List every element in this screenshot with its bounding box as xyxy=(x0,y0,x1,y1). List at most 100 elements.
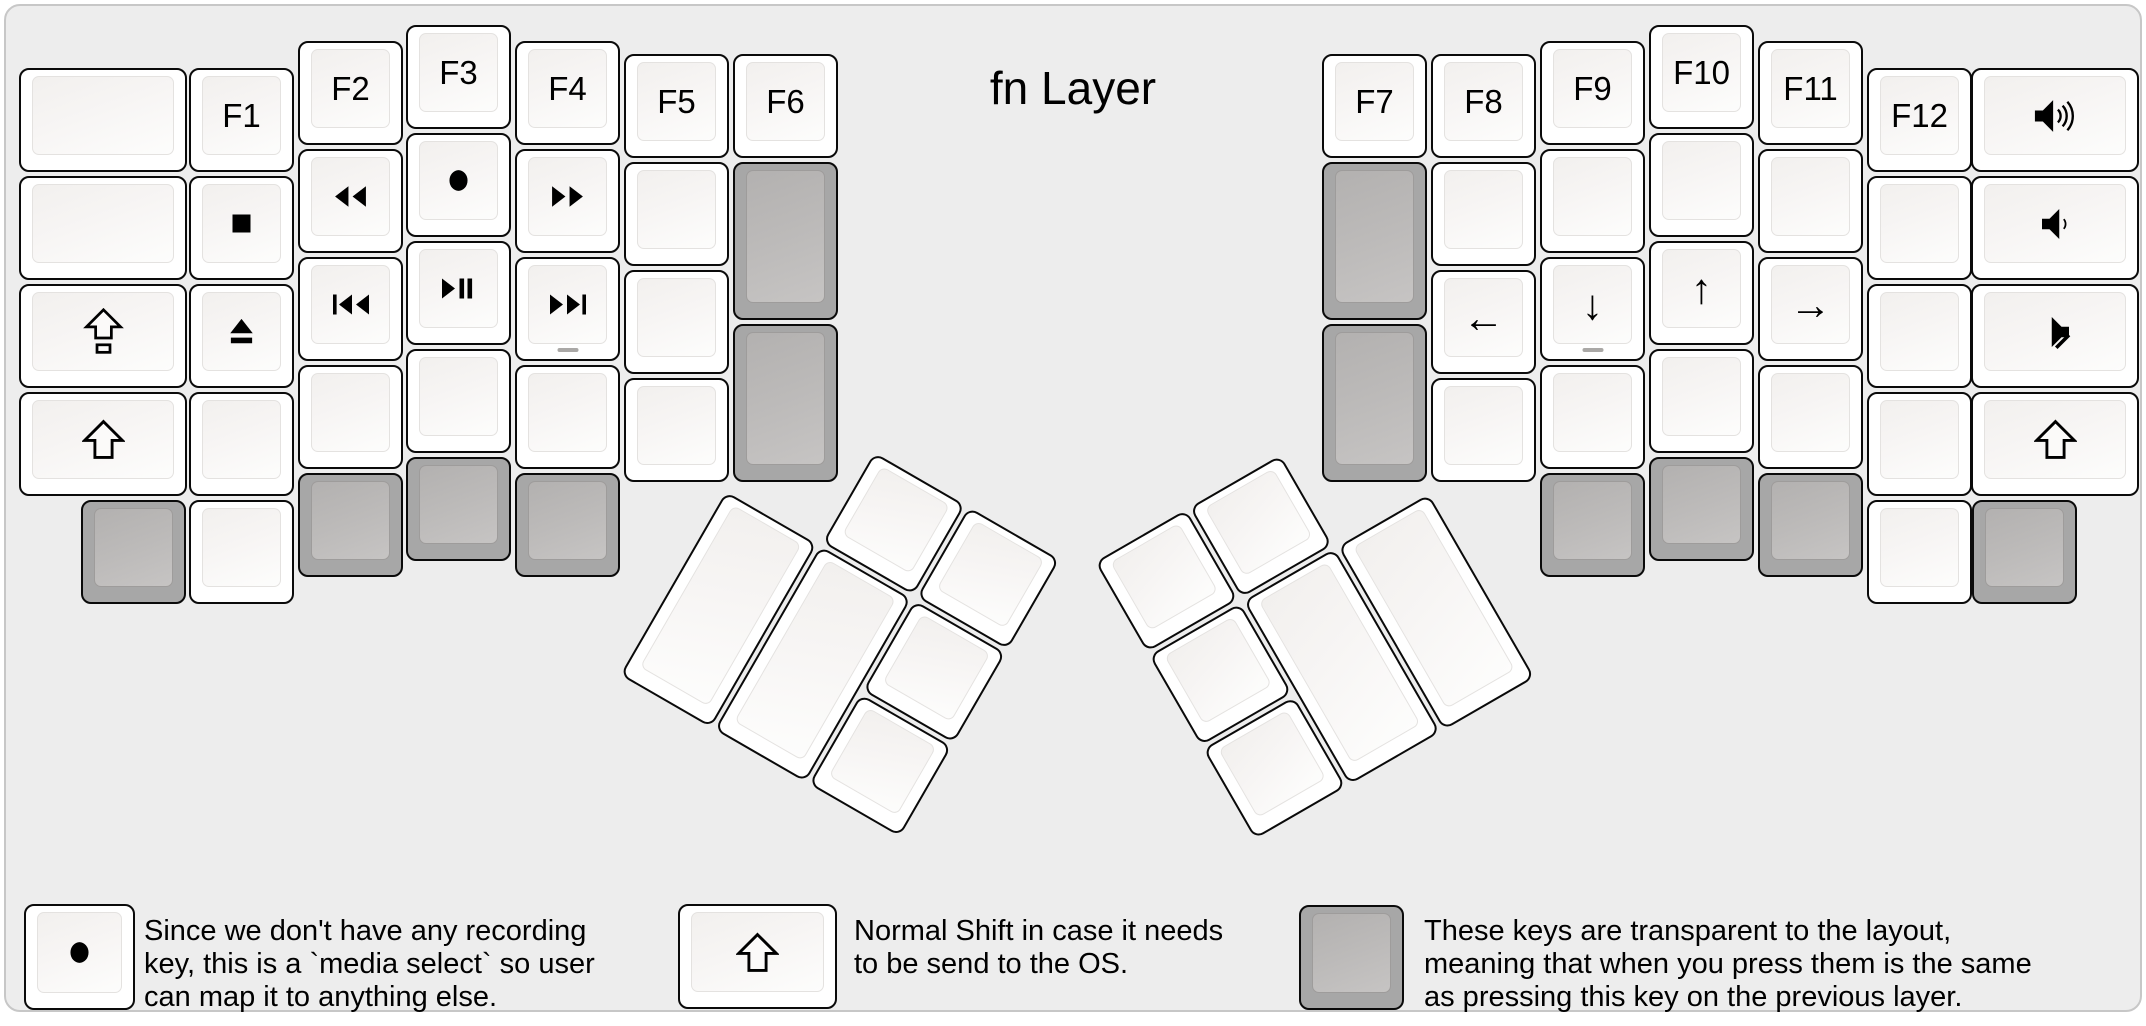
keycap xyxy=(202,508,281,587)
key-blank[interactable] xyxy=(1758,149,1863,253)
key-blank[interactable] xyxy=(1867,284,1972,388)
key-f9[interactable]: F9 xyxy=(1540,41,1645,145)
key-shift-left[interactable] xyxy=(19,392,187,496)
key-blank[interactable] xyxy=(1758,365,1863,469)
key-arrow-up[interactable]: ↑ xyxy=(1649,241,1754,345)
key-blank[interactable] xyxy=(624,162,729,266)
key-transparent[interactable] xyxy=(406,457,511,561)
legend-line: as pressing this key on the previous lay… xyxy=(1424,981,1963,1013)
key-transparent[interactable] xyxy=(733,324,838,482)
key-shift-example[interactable] xyxy=(678,904,837,1009)
key-blank[interactable] xyxy=(624,270,729,374)
key-arrow-down[interactable]: ↓ xyxy=(1540,257,1645,361)
key-transparent[interactable] xyxy=(515,473,620,577)
key-eject[interactable] xyxy=(189,284,294,388)
key-rewind[interactable] xyxy=(298,149,403,253)
key-label: F12 xyxy=(1891,97,1948,134)
key-blank[interactable] xyxy=(1867,176,1972,280)
key-arrow-right[interactable]: → xyxy=(1758,257,1863,361)
key-label: ← xyxy=(1462,293,1505,341)
keycap xyxy=(528,373,607,452)
keycap: F2 xyxy=(311,49,390,128)
keycap xyxy=(637,386,716,465)
key-record[interactable] xyxy=(406,133,511,237)
key-transparent[interactable] xyxy=(1758,473,1863,577)
key-label: F11 xyxy=(1783,70,1838,107)
keycap xyxy=(37,912,122,993)
key-caps-lock[interactable] xyxy=(19,284,187,388)
keycap xyxy=(32,184,174,263)
key-label: F6 xyxy=(766,83,805,120)
keycap: F3 xyxy=(419,33,498,112)
keycap xyxy=(528,157,607,236)
key-transparent[interactable] xyxy=(1322,324,1427,482)
key-shift-right[interactable] xyxy=(1971,392,2139,496)
key-f5[interactable]: F5 xyxy=(624,54,729,158)
key-blank[interactable] xyxy=(1431,378,1536,482)
keycap xyxy=(746,332,825,465)
keycap xyxy=(1771,373,1850,452)
keycap: F8 xyxy=(1444,62,1523,141)
key-play-pause[interactable] xyxy=(406,241,511,345)
key-prev-track[interactable] xyxy=(298,257,403,361)
keycap: F5 xyxy=(637,62,716,141)
key-blank[interactable] xyxy=(189,392,294,496)
key-blank[interactable] xyxy=(1540,365,1645,469)
volume-up-icon xyxy=(2031,97,2080,135)
key-blank[interactable] xyxy=(1649,133,1754,237)
key-transparent-example[interactable] xyxy=(1299,905,1404,1010)
key-next-track[interactable] xyxy=(515,257,620,361)
key-volume-up[interactable] xyxy=(1971,68,2139,172)
layer-title: fn Layer xyxy=(989,62,1157,114)
key-f11[interactable]: F11 xyxy=(1758,41,1863,145)
key-blank[interactable] xyxy=(624,378,729,482)
key-mute[interactable] xyxy=(1971,284,2139,388)
key-blank[interactable] xyxy=(1867,392,1972,496)
key-transparent[interactable] xyxy=(733,162,838,320)
keycap xyxy=(1335,170,1414,303)
key-transparent[interactable] xyxy=(1972,500,2077,604)
keycap xyxy=(1985,508,2064,587)
keycap: F6 xyxy=(746,62,825,141)
key-blank[interactable] xyxy=(189,500,294,604)
keycap: → xyxy=(1771,265,1850,344)
key-blank[interactable] xyxy=(1649,349,1754,453)
keycap: F10 xyxy=(1662,33,1741,112)
key-stop[interactable] xyxy=(189,176,294,280)
key-label: F7 xyxy=(1355,83,1394,120)
key-blank[interactable] xyxy=(298,365,403,469)
key-f3[interactable]: F3 xyxy=(406,25,511,129)
key-transparent[interactable] xyxy=(298,473,403,577)
key-blank[interactable] xyxy=(1431,162,1536,266)
key-f6[interactable]: F6 xyxy=(733,54,838,158)
key-f2[interactable]: F2 xyxy=(298,41,403,145)
key-transparent[interactable] xyxy=(1322,162,1427,320)
prev-track-icon xyxy=(331,291,371,318)
key-blank[interactable] xyxy=(406,349,511,453)
keycap xyxy=(311,157,390,236)
key-blank[interactable] xyxy=(19,176,187,280)
key-arrow-left[interactable]: ← xyxy=(1431,270,1536,374)
key-transparent[interactable] xyxy=(81,500,186,604)
key-f10[interactable]: F10 xyxy=(1649,25,1754,129)
key-f4[interactable]: F4 xyxy=(515,41,620,145)
key-volume-down[interactable] xyxy=(1971,176,2139,280)
key-f8[interactable]: F8 xyxy=(1431,54,1536,158)
play-pause-icon xyxy=(440,275,478,302)
key-label: ↑ xyxy=(1691,264,1712,312)
key-record-example[interactable] xyxy=(24,904,135,1010)
key-blank[interactable] xyxy=(1540,149,1645,253)
record-icon xyxy=(443,164,474,197)
key-blank[interactable] xyxy=(515,365,620,469)
key-transparent[interactable] xyxy=(1649,457,1754,561)
key-f1[interactable]: F1 xyxy=(189,68,294,172)
key-blank[interactable] xyxy=(19,68,187,172)
key-fast-forward[interactable] xyxy=(515,149,620,253)
keycap xyxy=(32,76,174,155)
key-f7[interactable]: F7 xyxy=(1322,54,1427,158)
keycap xyxy=(419,357,498,436)
key-f12[interactable]: F12 xyxy=(1867,68,1972,172)
key-transparent[interactable] xyxy=(1540,473,1645,577)
key-blank[interactable] xyxy=(1867,500,1972,604)
